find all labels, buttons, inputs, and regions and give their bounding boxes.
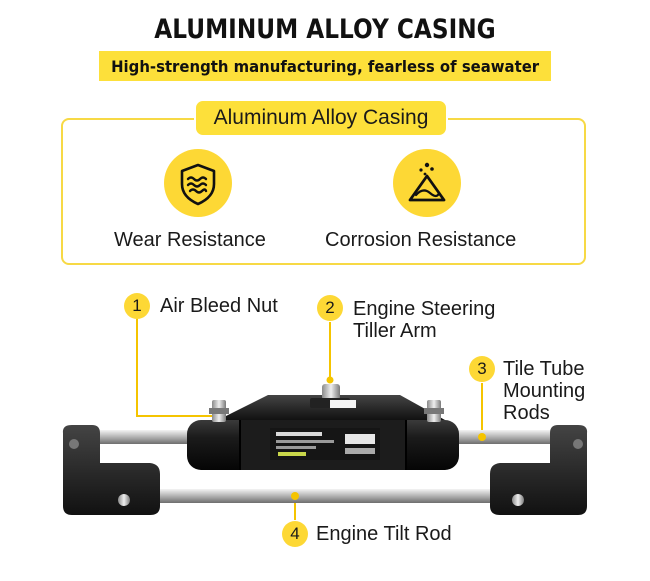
corrosion-warning-icon	[393, 149, 461, 217]
feature-wear-resistance: Wear Resistance	[114, 229, 266, 251]
rod-marker-dot	[478, 433, 486, 441]
callout-badge-4: 4	[282, 521, 308, 547]
callout-tilt-rod: Engine Tilt Rod	[316, 523, 452, 545]
leader-line-1	[136, 316, 212, 417]
callout-badge-1: 1	[124, 293, 150, 319]
left-mount-nut	[118, 494, 130, 506]
callout-3-line-1: Tile Tube	[503, 358, 585, 380]
callout-air-bleed-nut: Air Bleed Nut	[160, 295, 278, 317]
feature-corrosion-resistance: Corrosion Resistance	[325, 229, 517, 251]
callout-badge-3: 3	[469, 356, 495, 382]
callout-3-line-2: Mounting	[503, 380, 586, 402]
left-mount	[62, 425, 161, 515]
feature-panel-label: Aluminum Alloy Casing	[194, 99, 448, 137]
callout-badge-2: 2	[317, 295, 343, 321]
leader-lines	[136, 316, 483, 520]
right-mount	[490, 425, 588, 515]
subtitle-banner: High-strength manufacturing, fearless of…	[99, 51, 551, 81]
tiller-arm-nut	[322, 384, 340, 400]
page-title: ALUMINUM ALLOY CASING	[154, 14, 496, 45]
waves-shield-icon	[164, 149, 232, 217]
callout-mounting-rods: Tile Tube Mounting Rods	[503, 358, 585, 424]
callout-2-line-2: Tiller Arm	[353, 320, 437, 342]
callout-2-line-1: Engine Steering	[353, 298, 496, 320]
subtitle-text: High-strength manufacturing, fearless of…	[110, 56, 540, 76]
callout-3-line-3: Rods	[503, 402, 550, 424]
callout-tiller-arm: Engine Steering Tiller Arm	[353, 298, 495, 342]
right-mount-nut	[512, 494, 524, 506]
tilt-rod-marker-dot	[291, 492, 299, 500]
tilt-rod	[120, 489, 520, 503]
callout-1-line-1: Air Bleed Nut	[160, 295, 278, 317]
callout-4-line-1: Engine Tilt Rod	[316, 523, 452, 545]
